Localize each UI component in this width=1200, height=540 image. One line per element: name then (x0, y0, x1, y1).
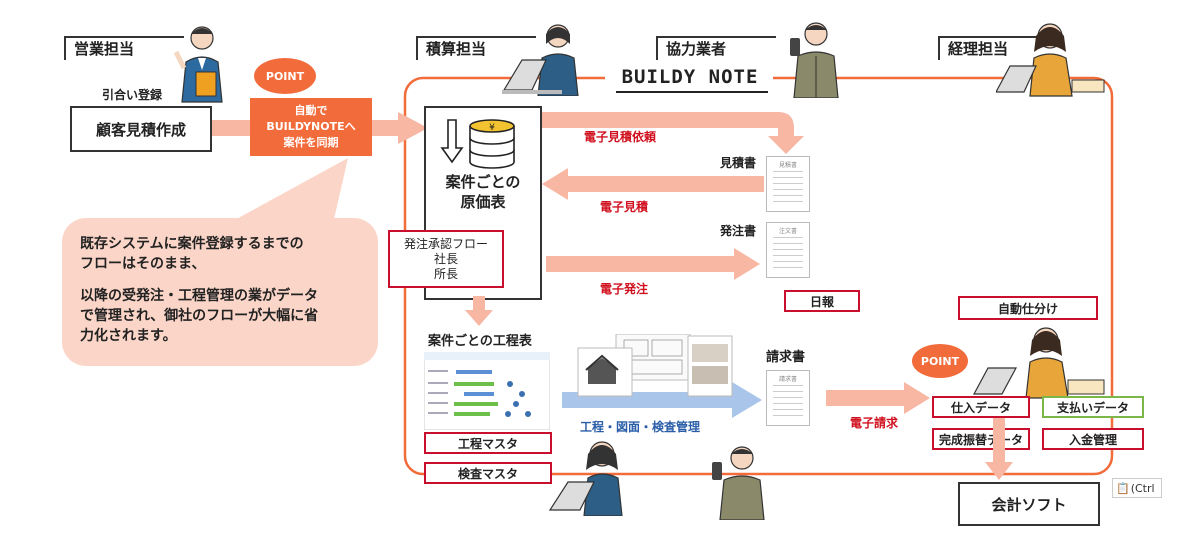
clipboard-icon: 📋 (1116, 481, 1130, 495)
paste-options-hint[interactable]: 📋 (Ctrl (1112, 478, 1162, 498)
process-mgmt-label: 工程・図面・検査管理 (580, 420, 701, 434)
process-master-label: 工程マスタ (457, 436, 518, 451)
role-tag-estimator: 積算担当 (416, 36, 536, 60)
estimate-doc-icon: 見積書 (766, 156, 810, 212)
download-arrow-icon (440, 119, 464, 164)
gantt-chart-illustration (424, 352, 550, 430)
invoice-doc-header: 請求書 (778, 376, 797, 383)
process-master-box: 工程マスタ (424, 432, 552, 454)
sales-person-illustration (173, 26, 223, 103)
field-person-phone-illustration (712, 446, 765, 520)
partner-person-illustration (790, 22, 839, 98)
order-doc-header: 注文書 (778, 228, 797, 235)
accounting-person-illustration (996, 23, 1105, 97)
auto-sync-line-3: 案件を同期 (283, 136, 339, 149)
role-label-estimator: 積算担当 (426, 40, 487, 58)
estimate-doc-label: 見積書 (720, 156, 757, 170)
schedule-title: 案件ごとの工程表 (428, 334, 532, 349)
accounting-software-label: 会計ソフト (991, 495, 1067, 514)
process-mgmt-arrow (562, 382, 762, 418)
callout-tail (220, 158, 348, 228)
invoice-arrow (826, 382, 930, 414)
auto-journal-label: 自動仕分け (997, 301, 1058, 316)
receipt-mgmt-box: 入金管理 (1042, 428, 1144, 450)
down-arrow-schedule (465, 296, 493, 326)
invoice-doc-label: 請求書 (766, 350, 806, 365)
daily-report-label: 日報 (809, 294, 834, 309)
invoice-doc-icon: 請求書 (766, 370, 810, 426)
auto-sync-line-1: 自動で (294, 104, 328, 117)
inquiry-label: 引合い登録 (102, 88, 163, 102)
drawings-illustration (577, 334, 733, 397)
customer-quote-label: 顧客見積作成 (95, 120, 186, 139)
order-doc-icon: 注文書 (766, 222, 810, 278)
accounting-software-box: 会計ソフト (958, 482, 1100, 526)
logo-text: BUILDY NOTE (621, 66, 759, 88)
point-badge-accounting: POINT (912, 344, 968, 378)
daily-report-box: 日報 (784, 290, 860, 312)
auto-sync-box: 自動で BUILDYNOTEへ 案件を同期 (250, 98, 372, 156)
cost-table-title-1: 案件ごとの (445, 173, 521, 191)
invoice-label: 電子請求 (850, 416, 899, 430)
role-label-sales: 営業担当 (74, 40, 135, 58)
approval-line-1: 発注承認フロー (403, 236, 488, 251)
callout-line-2: フローはそのまま、 (80, 256, 206, 272)
accounting-person2-illustration (972, 327, 1105, 399)
role-tag-accounting: 経理担当 (938, 36, 1058, 60)
order-arrow (546, 248, 760, 280)
point-badge-accounting-text: POINT (920, 354, 960, 368)
order-doc-label: 発注書 (720, 224, 757, 238)
svg-text:¥: ¥ (489, 123, 495, 133)
customer-quote-box: 顧客見積作成 (70, 106, 212, 152)
approval-line-2: 社長 (433, 251, 458, 266)
callout-line-3: 以降の受発注・工程管理の業がデータ (80, 288, 318, 304)
cost-table-title: 案件ごとの 原価表 (430, 172, 536, 212)
quote-label: 電子見積 (600, 200, 649, 214)
role-label-accounting: 経理担当 (948, 40, 1009, 58)
callout-bubble: 既存システムに案件登録するまでの フローはそのまま、 以降の受発注・工程管理の業… (62, 218, 378, 366)
callout-line-1: 既存システムに案件登録するまでの (80, 236, 304, 252)
payment-data-label: 支払いデータ (1056, 400, 1129, 415)
order-label: 電子発注 (600, 282, 649, 296)
payment-data-box: 支払いデータ (1042, 396, 1144, 418)
estimate-doc-header: 見積書 (778, 162, 797, 169)
completion-data-box: 完成振替データ (932, 428, 1030, 450)
quote-request-arrow (542, 112, 804, 154)
quote-arrow (542, 168, 764, 200)
callout-line-5: 力化されます。 (80, 328, 177, 344)
purchase-data-box: 仕入データ (932, 396, 1030, 418)
coin-stack-icon: ¥ (469, 119, 515, 169)
buildy-note-logo: BUILDY NOTE (608, 66, 772, 92)
inspection-master-box: 検査マスタ (424, 462, 552, 484)
approval-flow-box: 発注承認フロー 社長 所長 (388, 230, 504, 288)
down-arrow-accounting (985, 418, 1013, 480)
auto-journal-box: 自動仕分け (958, 296, 1098, 320)
receipt-mgmt-label: 入金管理 (1068, 432, 1117, 447)
quote-request-label: 電子見積依頼 (584, 130, 657, 144)
cost-table-title-2: 原価表 (460, 193, 506, 211)
paste-hint-text: (Ctrl (1130, 481, 1155, 495)
auto-sync-line-2: BUILDYNOTEへ (266, 120, 356, 133)
approval-line-3: 所長 (433, 266, 458, 281)
role-label-partner: 協力業者 (666, 40, 727, 58)
field-person-laptop-illustration (548, 441, 623, 516)
role-tag-sales: 営業担当 (64, 36, 184, 60)
point-badge-top: POINT (254, 58, 316, 94)
role-tag-partner: 協力業者 (656, 36, 776, 60)
point-badge-top-text: POINT (265, 69, 305, 83)
inspection-master-label: 検査マスタ (457, 466, 518, 481)
callout-line-4: で管理され、御社のフローが大幅に省 (80, 308, 319, 324)
logo-underline (616, 91, 768, 93)
estimator-person-illustration (502, 24, 579, 96)
purchase-data-label: 仕入データ (950, 400, 1011, 415)
